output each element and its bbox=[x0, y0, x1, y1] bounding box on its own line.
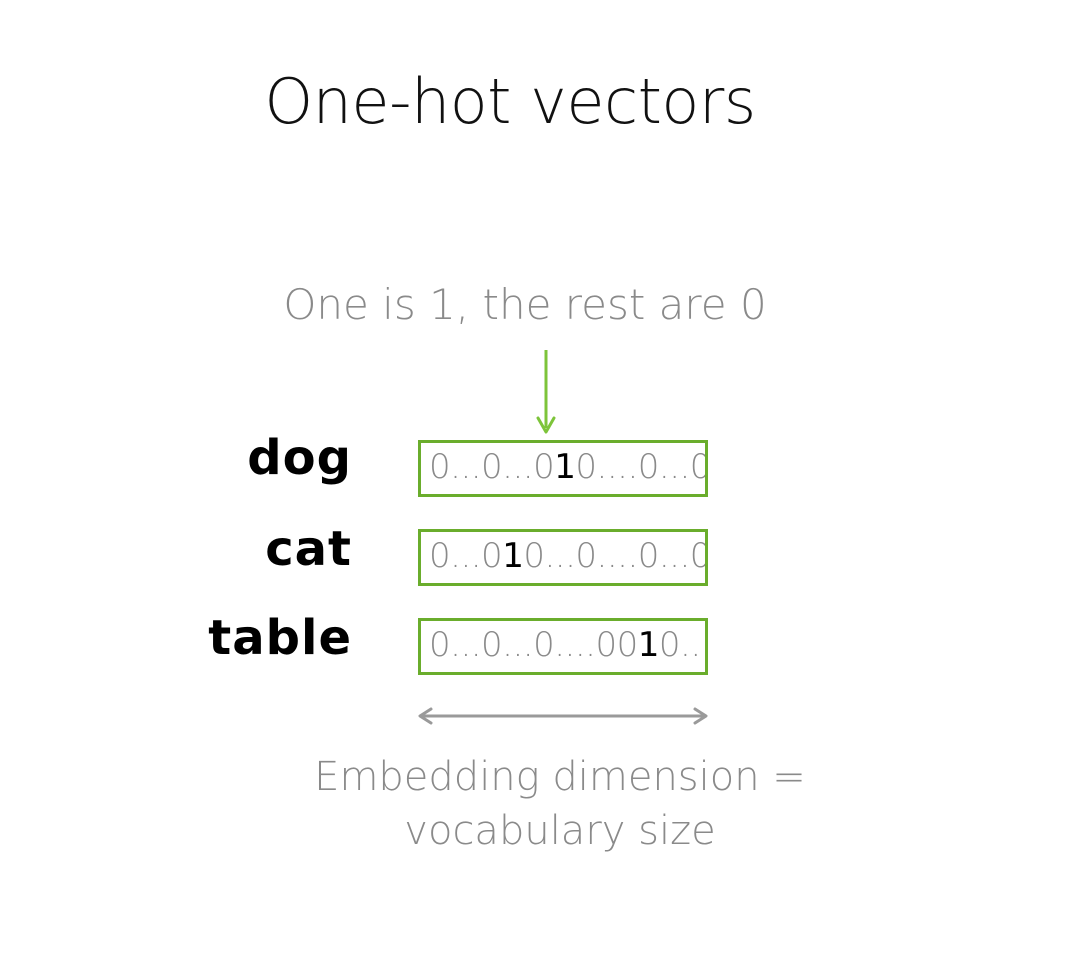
slide-title: One-hot vectors bbox=[264, 65, 756, 138]
word-table: table bbox=[208, 610, 352, 666]
vector-table-text: 0...0...0....0010... bbox=[429, 625, 708, 665]
annotation-note: One is 1, the rest are 0 bbox=[283, 280, 767, 329]
caption-line-1: Embedding dimension = bbox=[314, 754, 806, 800]
dimension-arrow bbox=[418, 707, 708, 725]
hot-digit: 1 bbox=[554, 447, 576, 487]
caption-line-2: vocabulary size bbox=[404, 808, 716, 854]
pointer-arrow bbox=[536, 350, 556, 434]
vector-table: 0...0...0....0010... bbox=[418, 618, 708, 675]
vector-cat: 0...010...0....0...0 bbox=[418, 529, 708, 586]
word-dog: dog bbox=[247, 430, 352, 486]
word-cat: cat bbox=[265, 521, 352, 577]
dimension-caption: Embedding dimension = vocabulary size bbox=[260, 750, 860, 858]
vector-dog: 0...0...010....0...0 bbox=[418, 440, 708, 497]
vector-cat-text: 0...010...0....0...0 bbox=[429, 536, 708, 576]
hot-digit: 1 bbox=[637, 625, 660, 665]
vector-dog-text: 0...0...010....0...0 bbox=[429, 447, 708, 487]
hot-digit: 1 bbox=[502, 536, 524, 576]
